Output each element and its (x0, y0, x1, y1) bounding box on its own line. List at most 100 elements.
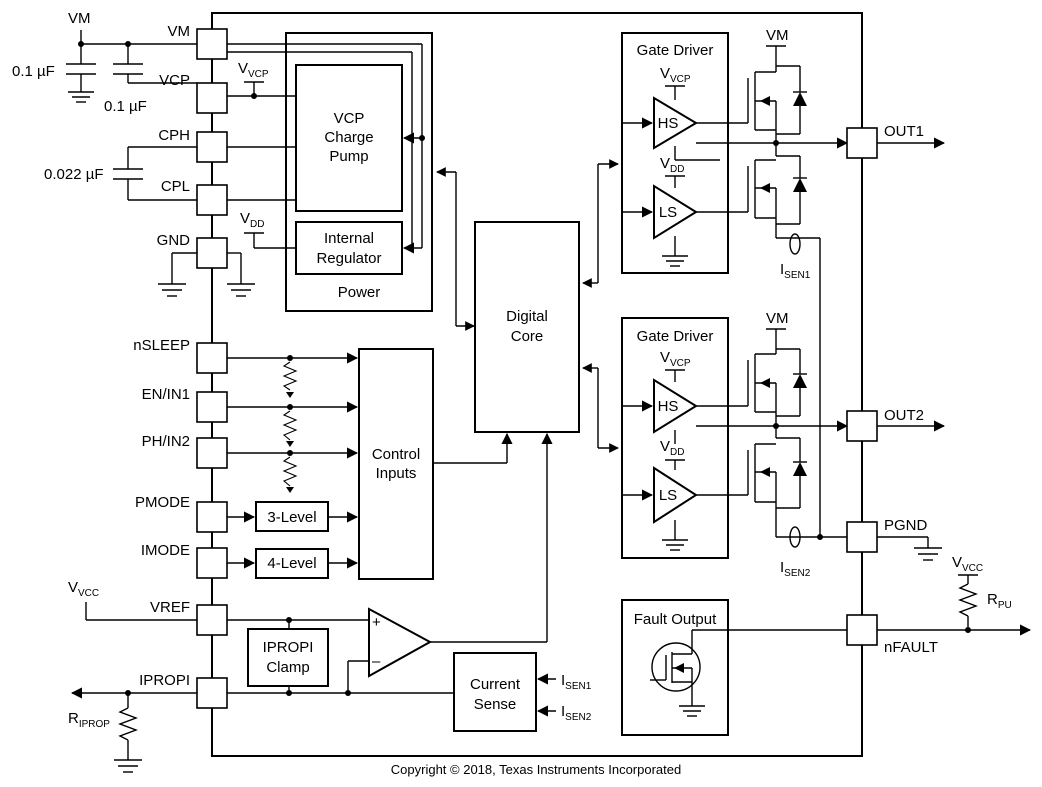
power-title: Power (338, 284, 381, 301)
regulator-line2: Regulator (316, 250, 381, 267)
ripropi-sub: IPROP (79, 719, 110, 730)
svg-text:RPU: RPU (987, 591, 1012, 611)
three-level-label: 3-Level (267, 509, 316, 526)
current-sense-line2: Sense (474, 696, 517, 713)
svg-text:VDD: VDD (240, 210, 264, 230)
pin-imode-label: IMODE (141, 542, 190, 559)
power-vdd-sub: DD (250, 219, 264, 230)
vcp-charge-pump (295, 64, 403, 212)
gd2-ls: LS (659, 487, 677, 504)
gd1-title: Gate Driver (637, 42, 714, 59)
comparator: + – (227, 432, 553, 693)
vm-supply-network: VM 0.1 µF 0.1 µF (12, 10, 197, 115)
gd2-vdd-main: V (660, 438, 670, 455)
clamp-line2: Clamp (266, 659, 309, 676)
regulator-line1: Internal (324, 230, 374, 247)
pin-vm-label: VM (168, 23, 191, 40)
gd2-vvcp-main: V (660, 349, 670, 366)
pin-nsleep[interactable] (196, 342, 228, 374)
pin-pgnd[interactable] (846, 521, 878, 553)
pin-ph-in2-label: PH/IN2 (142, 433, 190, 450)
rpu-main: R (987, 591, 998, 608)
pin-en-in1[interactable] (196, 391, 228, 423)
pin-gnd[interactable] (196, 237, 228, 269)
pin-ipropi[interactable] (196, 677, 228, 709)
pin-pmode[interactable] (196, 501, 228, 533)
pin-out1-label: OUT1 (884, 123, 924, 140)
pin-en-in1-label: EN/IN1 (142, 386, 190, 403)
gate-driver-1: Gate Driver VVCP HS VDD LS (621, 32, 748, 274)
gnd-connections (158, 252, 255, 297)
pin-cpl-label: CPL (161, 178, 190, 195)
pin-vcp-label: VCP (159, 72, 190, 89)
hbridge-2: VM ISEN2 (696, 310, 849, 579)
gd1-vvcp-sub: VCP (670, 74, 691, 85)
four-level-block (255, 548, 329, 579)
comparator-minus: – (372, 653, 381, 670)
gd2-hs: HS (658, 398, 679, 415)
power-vdd-main: V (240, 210, 250, 227)
svg-text:VVCP: VVCP (660, 65, 691, 85)
pin-cph[interactable] (196, 131, 228, 163)
pin-vm[interactable] (196, 28, 228, 60)
current-sense-line1: Current (470, 676, 521, 693)
gd2-vvcp-sub: VCP (670, 358, 691, 369)
cs-isen1-sub: SEN1 (565, 681, 592, 692)
pin-cpl[interactable] (196, 184, 228, 216)
pin-ipropi-label: IPROPI (139, 672, 190, 689)
vref-supply: VVCC (68, 579, 197, 621)
hb1-isen-main: I (780, 261, 784, 278)
power-block: Power VCP Charge Pump Internal Regulator… (227, 32, 433, 312)
vm-supply-label: VM (68, 10, 91, 27)
left-pins: VM VCP CPH CPL GND nSLEEP EN/IN1 PH/IN2 … (133, 23, 228, 709)
svg-text:ISEN1: ISEN1 (780, 261, 811, 281)
hb1-vm: VM (766, 27, 789, 44)
fault-title: Fault Output (634, 611, 717, 628)
four-level-label: 4-Level (267, 555, 316, 572)
svg-text:ISEN1: ISEN1 (561, 672, 592, 692)
digital-core-line1: Digital (506, 308, 548, 325)
internal-regulator (295, 221, 403, 275)
svg-text:RIPROP: RIPROP (68, 710, 110, 730)
clamp-line1: IPROPI (263, 639, 314, 656)
cs-isen1-main: I (561, 672, 565, 689)
control-line1: Control (372, 446, 420, 463)
pin-out1[interactable] (846, 127, 878, 159)
cap-flying-label: 0.022 µF (44, 166, 104, 183)
ripropi-main: R (68, 710, 79, 727)
svg-text:VDD: VDD (660, 438, 684, 458)
gate-driver-2: Gate Driver VVCP HS VDD LS (621, 317, 748, 559)
cs-isen2-sub: SEN2 (565, 712, 592, 723)
svg-text:ISEN2: ISEN2 (780, 559, 811, 579)
vcp-pump-line2: Charge (324, 129, 373, 146)
pin-ph-in2[interactable] (196, 437, 228, 469)
ipropi-external: RIPROP (68, 687, 197, 773)
svg-text:VVCP: VVCP (660, 349, 691, 369)
pin-nfault-label: nFAULT (884, 639, 938, 656)
gd1-vvcp-main: V (660, 65, 670, 82)
pin-out2[interactable] (846, 410, 878, 442)
gd1-vdd-sub: DD (670, 164, 684, 175)
gd2-title: Gate Driver (637, 328, 714, 345)
svg-text:VVCC: VVCC (952, 554, 983, 574)
cap-vcp-label: 0.1 µF (104, 98, 147, 115)
pin-nfault[interactable] (846, 614, 878, 646)
svg-text:VDD: VDD (660, 155, 684, 175)
gd1-hs: HS (658, 115, 679, 132)
flying-capacitor: 0.022 µF (44, 146, 197, 201)
pin-imode[interactable] (196, 547, 228, 579)
right-pins: OUT1 OUT2 PGND nFAULT VVCC RPU (846, 123, 1032, 656)
vcp-pump-line1: VCP (334, 110, 365, 127)
pin-vref-label: VREF (150, 599, 190, 616)
digital-core: Digital Core (474, 221, 580, 433)
pin-vref[interactable] (196, 604, 228, 636)
hb2-vm: VM (766, 310, 789, 327)
pin-vcp[interactable] (196, 82, 228, 114)
vvcc-right-sub: VCC (962, 563, 983, 574)
digital-core-line2: Core (511, 328, 544, 345)
hb2-isen-sub: SEN2 (784, 568, 811, 579)
power-vvcp-main: V (238, 60, 248, 77)
comparator-plus: + (372, 614, 381, 631)
pin-pgnd-label: PGND (884, 517, 928, 534)
